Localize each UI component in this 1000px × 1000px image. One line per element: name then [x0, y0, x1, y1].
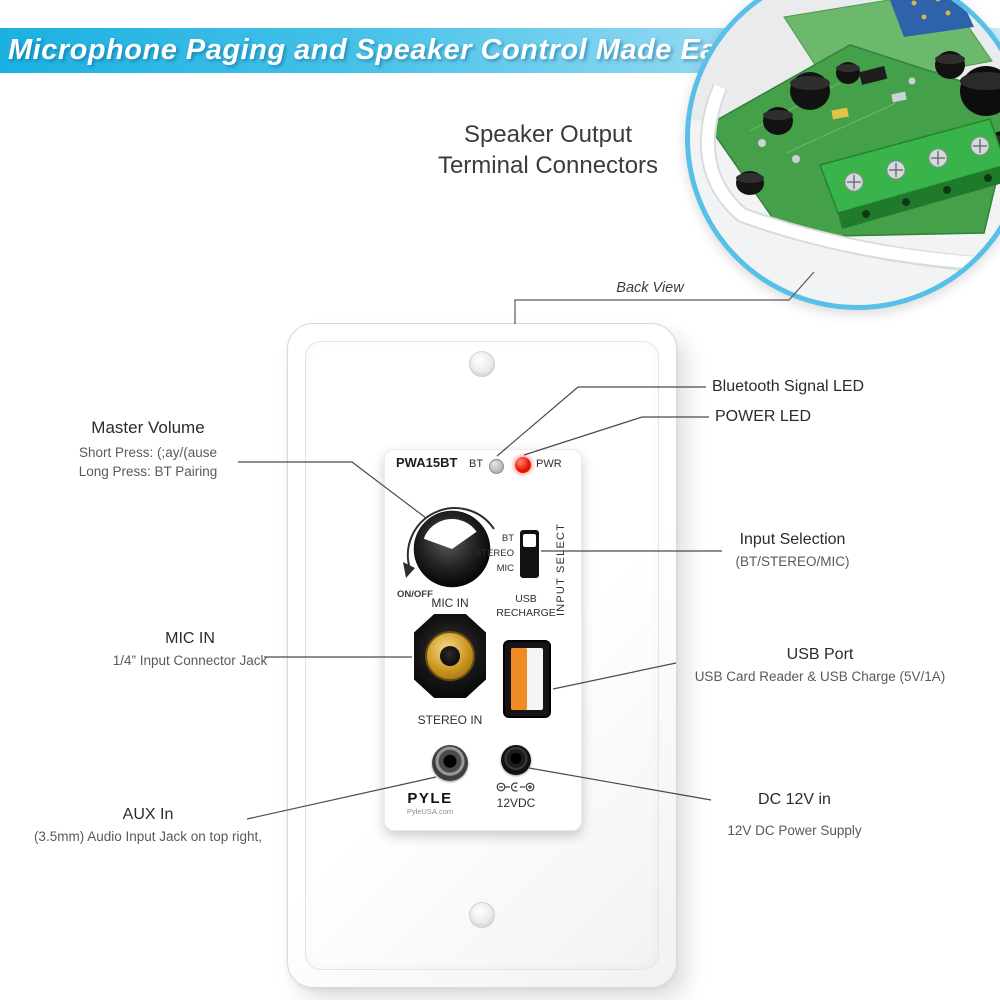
- circuit-board-illustration: [690, 0, 1000, 274]
- switch-option-mic: MIC: [496, 563, 514, 574]
- callout-usb-port-line1: USB Card Reader & USB Charge (5V/1A): [694, 669, 946, 684]
- callout-dc-in-line1: 12V DC Power Supply: [727, 823, 862, 838]
- stereo-in-label: STEREO IN: [417, 713, 483, 727]
- mic-jack-hole: [440, 646, 460, 666]
- usb-recharge-label: USB RECHARGE: [483, 592, 569, 620]
- rotation-arrow-head: [403, 562, 415, 578]
- dc-power-jack[interactable]: [501, 745, 531, 775]
- dc-voltage-label: 12VDC: [496, 796, 536, 810]
- switch-slider[interactable]: [523, 534, 536, 547]
- power-led: [515, 457, 531, 473]
- callout-dc-in-title: DC 12V in: [758, 791, 831, 808]
- circuit-photo-inset: [685, 0, 1000, 310]
- usb-label-line2: RECHARGE: [496, 607, 556, 619]
- usb-port-tab: [511, 648, 527, 710]
- input-select-switch[interactable]: [520, 530, 539, 578]
- callout-bluetooth-led: Bluetooth Signal LED: [712, 378, 865, 395]
- mic-in-label: MIC IN: [431, 596, 469, 610]
- brand-name: PYLE: [407, 790, 453, 807]
- callout-aux-in-line1: (3.5mm) Audio Input Jack on top right,: [33, 829, 263, 844]
- pwr-led-label: PWR: [536, 458, 562, 470]
- rotation-arrow-arc: [406, 507, 495, 570]
- callout-master-volume-line1: Short Press: (;ay/(ause: [78, 445, 218, 460]
- callout-master-volume-line2: Long Press: BT Pairing: [78, 464, 218, 479]
- switch-option-bt: BT: [501, 533, 514, 544]
- capacitors: [736, 51, 1000, 195]
- screw-bottom: [469, 902, 495, 928]
- white-cable: [699, 83, 1000, 274]
- polarity-icon: [496, 782, 535, 792]
- model-label: PWA15BT: [396, 455, 458, 470]
- callout-power-led: POWER LED: [715, 408, 812, 425]
- callout-master-volume-title: Master Volume: [91, 418, 205, 437]
- callout-input-selection-title: Input Selection: [739, 531, 846, 548]
- switch-option-stereo: STEREO: [474, 548, 514, 559]
- callout-usb-port-title: USB Port: [786, 646, 854, 663]
- callout-aux-in: AUX In (3.5mm) Audio Input Jack on top r…: [18, 806, 278, 846]
- bluetooth-led: [489, 459, 504, 474]
- mic-input-jack[interactable]: [414, 614, 486, 698]
- brand-logo: PYLE PyleUSA.com: [393, 790, 467, 816]
- inset-caption: Speaker Output Terminal Connectors: [408, 119, 688, 181]
- callout-mic-in-line1: 1/4” Input Connector Jack: [112, 653, 268, 668]
- control-panel: PWA15BT BT PWR ON/OFF INPUT SELECT BT: [384, 449, 582, 831]
- callout-aux-in-title: AUX In: [122, 806, 174, 823]
- back-view-label: Back View: [616, 280, 684, 296]
- callout-usb-port: USB Port USB Card Reader & USB Charge (5…: [675, 646, 965, 686]
- onoff-label: ON/OFF: [397, 589, 433, 600]
- knob-indicator-wedge: [423, 518, 477, 549]
- banner-title: Microphone Paging and Speaker Control Ma…: [8, 34, 751, 66]
- wall-plate: PWA15BT BT PWR ON/OFF INPUT SELECT BT: [287, 323, 677, 988]
- small-components: [758, 66, 916, 163]
- mic-jack-gold-ring: [425, 631, 475, 681]
- stereo-input-jack[interactable]: [432, 745, 468, 781]
- callout-mic-in-title: MIC IN: [165, 630, 215, 647]
- usb-label-line1: USB: [515, 593, 537, 605]
- switch-option-labels: BT STEREO MIC: [469, 531, 514, 576]
- screw-top: [469, 351, 495, 377]
- plate-inner-bevel: [305, 341, 659, 970]
- callout-input-selection: Input Selection (BT/STEREO/MIC): [700, 531, 885, 571]
- inset-caption-line2: Terminal Connectors: [437, 152, 659, 179]
- inset-caption-line1: Speaker Output: [463, 121, 633, 148]
- callout-mic-in: MIC IN 1/4” Input Connector Jack: [80, 630, 300, 670]
- volume-knob[interactable]: [395, 492, 505, 602]
- callout-input-selection-line1: (BT/STEREO/MIC): [735, 554, 850, 569]
- callout-master-volume: Master Volume Short Press: (;ay/(ause Lo…: [38, 418, 258, 481]
- brand-site: PyleUSA.com: [406, 807, 454, 816]
- bt-led-label: BT: [469, 458, 484, 470]
- callout-dc-in: DC 12V in 12V DC Power Supply: [697, 791, 892, 840]
- terminal-block: [819, 118, 1000, 229]
- usb-port[interactable]: [503, 640, 551, 718]
